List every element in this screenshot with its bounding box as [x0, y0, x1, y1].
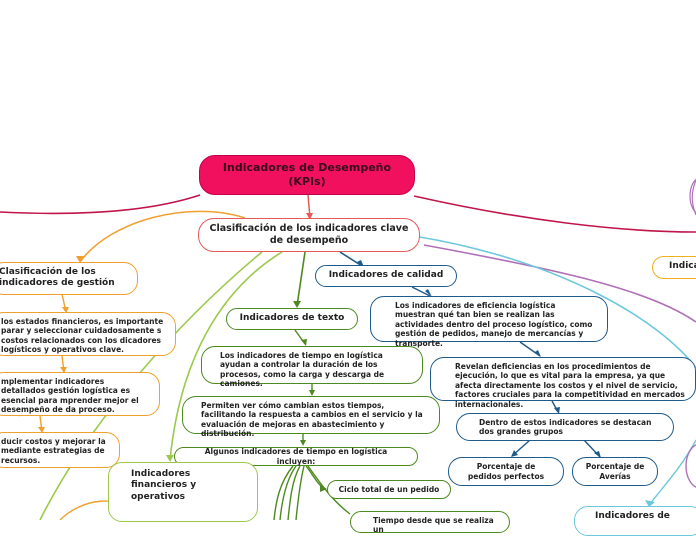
damages-node[interactable]: Porcentaje de Averías [572, 457, 658, 486]
reduce-costs-node[interactable]: ducir costos y mejorar la mediante estra… [0, 432, 120, 468]
time-indicators-list-node[interactable]: Algunos indicadores de tiempo en logísti… [174, 447, 418, 466]
financial-statements-node[interactable]: los estados financieros, es importante p… [0, 312, 176, 356]
detailed-indicators-node[interactable]: mplementar indicadores detallados gestió… [0, 372, 160, 416]
deficiencies-node[interactable]: Revelan deficiencias en los procedimient… [430, 357, 696, 409]
quality-indicators-node[interactable]: Indicadores de calidad [315, 265, 457, 287]
order-cycle-node[interactable]: Ciclo total de un pedido [327, 480, 451, 499]
management-indicators-node[interactable]: Clasificación de los indicadores de gest… [0, 262, 138, 295]
text-indicators-node[interactable]: Indicadores de texto [226, 308, 358, 330]
time-indicators-node[interactable]: Los indicadores de tiempo en logística a… [201, 346, 423, 388]
financial-operational-node[interactable]: Indicadores financieros y operativos [108, 462, 258, 522]
efficiency-indicators-node[interactable]: Los indicadores de eficiencia logística … [370, 296, 608, 348]
time-changes-node[interactable]: Permiten ver cómo cambian estos tiempos,… [182, 396, 440, 438]
root-node[interactable]: Indicadores de Desempeño (KPIs) [199, 155, 415, 195]
bottom-right-indicators-node[interactable]: Indicadores de [574, 506, 696, 536]
perfect-orders-node[interactable]: Porcentaje de pedidos perfectos [448, 457, 564, 486]
time-since-order-node[interactable]: Tiempo desde que se realiza un [350, 511, 510, 534]
right-indicators-node[interactable]: Indica [652, 256, 696, 279]
classification-node[interactable]: Clasificación de los indicadores clave d… [198, 218, 420, 252]
two-groups-node[interactable]: Dentro de estos indicadores se destacan … [456, 413, 674, 441]
